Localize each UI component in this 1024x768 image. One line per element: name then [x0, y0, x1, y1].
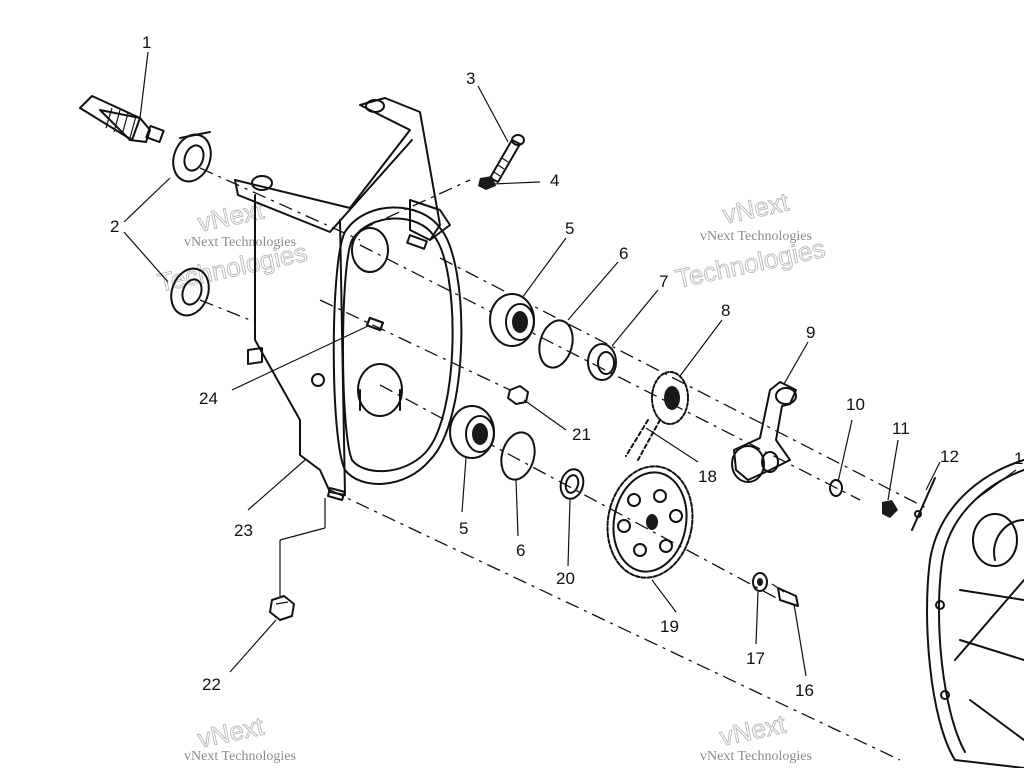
- drive-shaft: [79, 95, 165, 144]
- svg-text:vNext Technologies: vNext Technologies: [700, 229, 812, 244]
- callout-1x: 1: [1014, 449, 1023, 468]
- callout-5-upper: 5: [565, 219, 574, 238]
- washer-20: [559, 468, 585, 500]
- tensioner-arm: [731, 381, 797, 483]
- callout-12: 12: [940, 447, 959, 466]
- watermark-top-left: vNext vNext Technologies Technologies: [155, 194, 311, 298]
- bearing-lower: [449, 405, 495, 459]
- watermark-top-right: vNext vNext Technologies Technologies: [673, 186, 829, 294]
- chaincase-housing: [234, 97, 463, 501]
- callout-6-lower: 6: [516, 541, 525, 560]
- snap-ring-upper: [538, 319, 574, 369]
- seal-upper: [172, 131, 212, 183]
- cotter-12: [911, 477, 936, 531]
- drain-plug-22: [269, 595, 295, 621]
- callout-5-lower: 5: [459, 519, 468, 538]
- seal-lower: [170, 267, 210, 317]
- callout-2: 2: [110, 217, 119, 236]
- bottom-sprocket: [606, 465, 694, 579]
- callout-3: 3: [466, 69, 475, 88]
- svg-text:vNext Technologies: vNext Technologies: [184, 749, 296, 764]
- callout-7: 7: [659, 272, 668, 291]
- callout-10: 10: [846, 395, 865, 414]
- callout-11: 11: [892, 419, 910, 438]
- watermark-bottom-right: vNext vNext Technologies: [700, 708, 812, 764]
- callout-9: 9: [806, 323, 815, 342]
- callout-22: 22: [202, 675, 221, 694]
- callout-8: 8: [721, 301, 730, 320]
- chaincase-cover: [926, 459, 1024, 768]
- spacer-7: [587, 343, 617, 381]
- nut-4: [478, 176, 496, 190]
- callout-20: 20: [556, 569, 575, 588]
- dowel-pin-24: [366, 316, 384, 332]
- callout-18: 18: [698, 467, 717, 486]
- callout-4: 4: [550, 171, 559, 190]
- svg-text:vNext: vNext: [720, 187, 792, 230]
- callout-1: 1: [142, 33, 151, 52]
- callout-labels: 1 2 3 4 5 5 6 6 7 8 9 10 11 12 1 16 17 1…: [110, 33, 1023, 700]
- callout-21: 21: [572, 425, 591, 444]
- svg-text:vNext: vNext: [195, 195, 267, 238]
- washer-17: [752, 572, 768, 592]
- callout-19: 19: [660, 617, 679, 636]
- washer-10: [829, 479, 843, 497]
- bolt-3: [489, 134, 525, 183]
- svg-text:vNext: vNext: [195, 711, 267, 754]
- callout-24: 24: [199, 389, 218, 408]
- nut-11: [882, 500, 898, 518]
- svg-text:vNext Technologies: vNext Technologies: [700, 749, 812, 764]
- callout-23: 23: [234, 521, 253, 540]
- watermark-bottom-left: vNext vNext Technologies: [184, 710, 296, 764]
- callout-6-upper: 6: [619, 244, 628, 263]
- svg-text:vNext: vNext: [717, 709, 789, 752]
- bolt-16: [771, 583, 799, 607]
- snap-ring-lower: [500, 431, 536, 481]
- callout-17: 17: [746, 649, 765, 668]
- svg-text:vNext Technologies: vNext Technologies: [184, 235, 296, 250]
- top-sprocket: [651, 371, 689, 425]
- leader-lines: [123, 51, 1017, 677]
- drive-chain: [625, 419, 661, 461]
- callout-16: 16: [795, 681, 814, 700]
- bearing-upper: [489, 293, 535, 347]
